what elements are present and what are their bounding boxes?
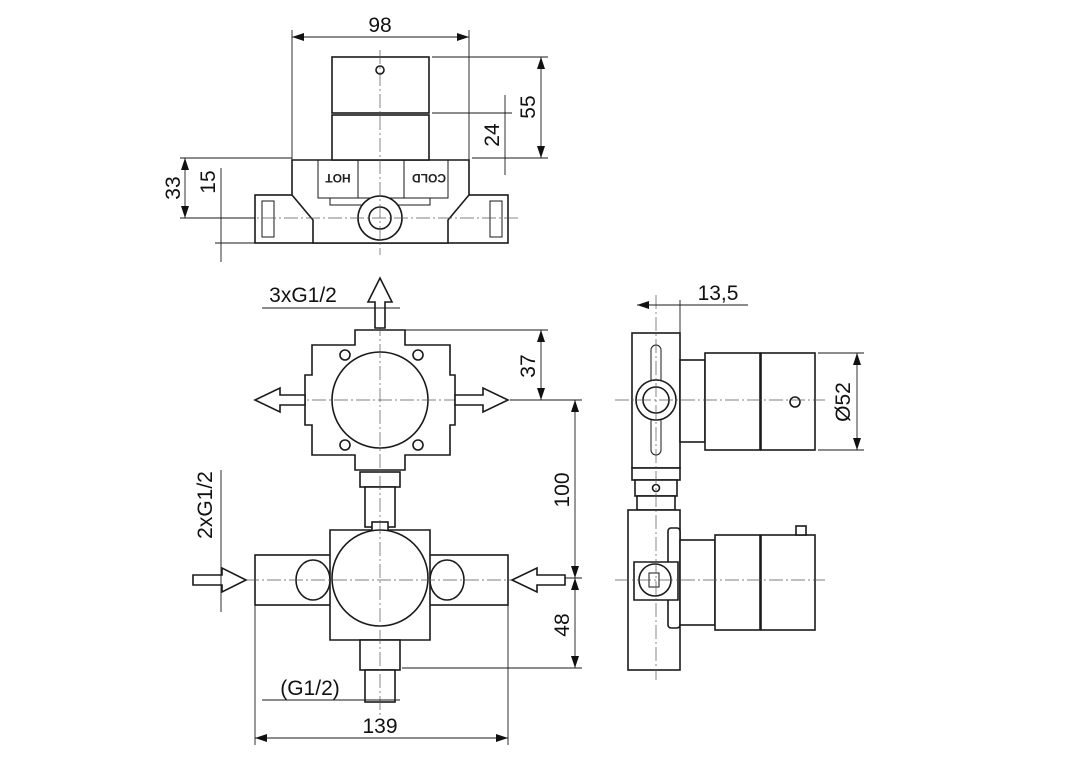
- dim-15: 15: [197, 170, 220, 193]
- dim-37: 37: [517, 354, 540, 377]
- top-view: HOT COLD 98 55 24 33 15: [162, 14, 548, 262]
- dim-139: 139: [362, 715, 397, 738]
- outlet-label-3xg12: 3xG1/2: [269, 284, 337, 307]
- bottom-outlet-label: (G1/2): [280, 677, 340, 700]
- dim-48: 48: [551, 613, 574, 636]
- dim-100: 100: [551, 472, 574, 507]
- dim-98: 98: [368, 14, 391, 37]
- cold-label: COLD: [412, 171, 446, 185]
- dim-13-5: 13,5: [698, 282, 739, 305]
- dim-24: 24: [481, 123, 504, 147]
- dim-55: 55: [517, 95, 540, 118]
- inlet-label-2xg12: 2xG1/2: [194, 471, 217, 539]
- dim-diameter-52: Ø52: [832, 382, 855, 422]
- dim-33: 33: [162, 176, 185, 199]
- side-view: 13,5 Ø52: [615, 282, 864, 680]
- hot-label: HOT: [325, 171, 351, 185]
- front-view: 3xG1/2 37 100 48 2xG1/2 (G1/2) 139: [192, 276, 582, 745]
